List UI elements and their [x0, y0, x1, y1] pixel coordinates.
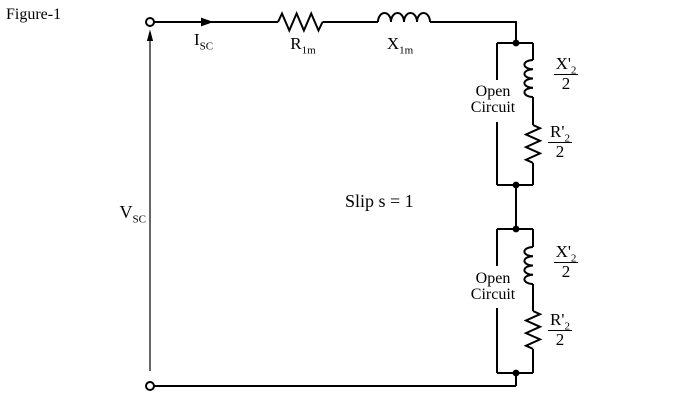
open-circuit-1-line2: Circuit — [470, 99, 516, 116]
resistor-r1m-label: R1m — [281, 34, 325, 57]
group1-inductor-label: X'2 2 — [553, 55, 579, 93]
junction-dot — [512, 181, 520, 189]
current-label-main: I — [194, 30, 200, 49]
group2-inductor-label: X'2 2 — [553, 243, 579, 281]
terminal-bottom — [145, 381, 155, 391]
current-label-sub: SC — [199, 40, 214, 53]
resistor-r1m-label-sub: 1m — [301, 44, 316, 57]
group1-resistor-subscript: 2 — [564, 132, 570, 145]
figure-title: Figure-1 — [6, 6, 62, 23]
group2-inductor-denominator: 2 — [561, 261, 571, 281]
voltage-arrow-head-icon — [146, 29, 154, 41]
group1-resistor-symbol-text: R' — [550, 122, 565, 141]
junction-dot — [512, 225, 520, 233]
group2-resistor-symbol-text: R' — [550, 310, 565, 329]
inductor-x1m-label: X1m — [378, 34, 422, 57]
group2-resistor-label: R'2 2 — [547, 311, 573, 349]
wire-top-right — [430, 21, 517, 43]
group1-inductor-denominator: 2 — [561, 73, 571, 93]
voltage-label-sub: SC — [132, 213, 146, 226]
open-circuit-label-2: Open Circuit — [461, 271, 525, 303]
inductor-x1m-label-sub: 1m — [399, 44, 414, 57]
group1-resistor-label: R'2 2 — [547, 123, 573, 161]
inductor-x1m-label-main: X — [386, 34, 400, 53]
junction-dot — [512, 369, 520, 377]
group1-inductor-subscript: 2 — [570, 64, 577, 77]
current-arrow-icon — [201, 17, 214, 27]
group2-inductor-subscript: 2 — [570, 252, 577, 265]
resistor-r1m-symbol — [277, 10, 324, 34]
terminal-top — [145, 17, 155, 27]
open-circuit-2-line1: Open — [475, 270, 511, 287]
group2-resistor-numerator: R'2 — [548, 310, 572, 333]
open-circuit-2-line2: Circuit — [470, 286, 516, 303]
group1-resistor-denominator: 2 — [555, 141, 565, 161]
current-label: ISC — [194, 30, 214, 53]
group2-resistor-denominator: 2 — [555, 329, 565, 349]
voltage-label: VSC — [112, 202, 146, 226]
group1-inductor-symbol — [523, 59, 534, 98]
voltage-label-main: V — [119, 202, 133, 222]
group1-resistor-numerator: R'2 — [548, 122, 572, 145]
group2-resistor-symbol — [523, 310, 543, 350]
inductor-x1m-symbol — [377, 12, 431, 23]
group2-inductor-numerator: X'2 — [553, 242, 579, 265]
resistor-r1m-label-main: R — [290, 34, 302, 53]
group2-resistor-subscript: 2 — [564, 320, 570, 333]
junction-dot — [512, 39, 520, 47]
open-circuit-1-line1: Open — [475, 83, 511, 100]
group2-inductor-symbol — [523, 246, 534, 285]
group1-resistor-symbol — [523, 124, 543, 164]
open-circuit-label-1: Open Circuit — [461, 84, 525, 116]
group1-inductor-numerator: X'2 — [553, 54, 579, 77]
slip-annotation: Slip s = 1 — [345, 191, 414, 211]
group2-inductor-symbol-text: X' — [555, 242, 571, 261]
group1-inductor-symbol-text: X' — [555, 54, 571, 73]
